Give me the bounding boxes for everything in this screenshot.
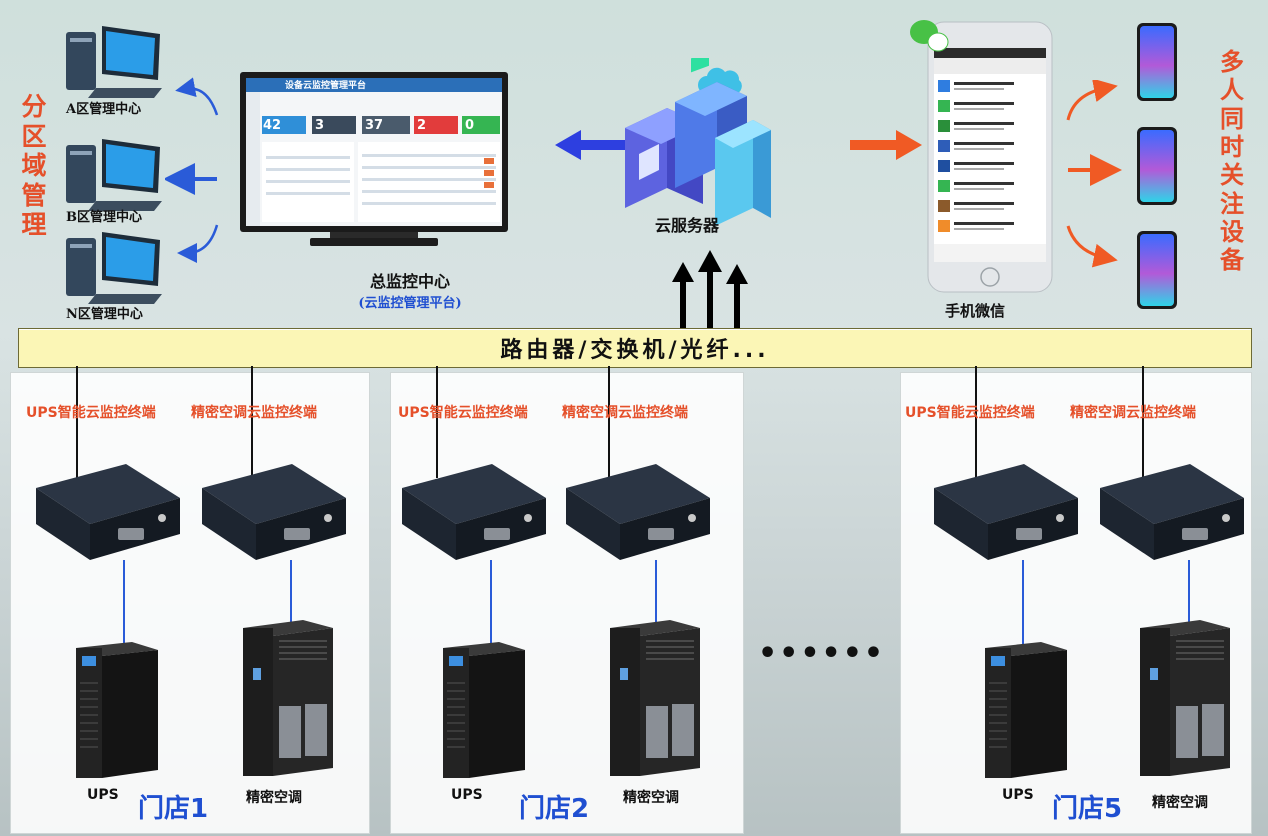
precision-ac-device	[1140, 620, 1230, 776]
computer-icon	[66, 26, 162, 98]
cloud-server-icon	[625, 58, 771, 226]
precision-ac-device	[243, 620, 333, 776]
antenna-line	[76, 366, 78, 478]
center-a-label: A区管理中心	[66, 102, 142, 117]
orange-right-arrow	[850, 130, 922, 160]
ups-label-2: UPS	[451, 787, 483, 803]
computer-icon	[66, 232, 162, 304]
blue-left-arrow	[555, 130, 633, 160]
ups-terminal-label-1: UPS智能云监控终端	[26, 405, 156, 421]
smartphone-icon	[1137, 127, 1177, 205]
ups-device	[443, 642, 525, 778]
monitor-terminal	[202, 464, 346, 560]
antenna-line	[1142, 366, 1144, 478]
smartphone-icon	[1137, 23, 1177, 101]
ac-terminal-label-2: 精密空调云监控终端	[562, 405, 688, 421]
screen-title: 设备云监控管理平台	[285, 81, 367, 91]
network-bus-label: 路由器/交换机/光纤...	[500, 338, 770, 363]
screen-stat-1: 42	[263, 118, 282, 133]
serial-cable	[123, 560, 125, 645]
network-bus: 路由器/交换机/光纤...	[18, 328, 1252, 368]
antenna-line	[436, 366, 438, 478]
more-stores-ellipsis: ••••••	[758, 636, 886, 671]
monitor-terminal	[36, 464, 180, 560]
antenna-line	[975, 366, 977, 478]
platform-sublabel: (云监控管理平台)	[358, 296, 462, 311]
center-b-label: B区管理中心	[66, 210, 142, 225]
ups-device	[76, 642, 158, 778]
serial-cable	[1188, 560, 1190, 625]
serial-cable	[290, 560, 292, 625]
monitor-terminal	[934, 464, 1078, 560]
monitoring-monitor	[240, 72, 508, 246]
screen-stat-3: 37	[365, 118, 384, 133]
antenna-line	[608, 366, 610, 478]
ac-terminal-label-5: 精密空调云监控终端	[1070, 405, 1196, 421]
ups-device	[985, 642, 1067, 778]
ac-terminal-label-1: 精密空调云监控终端	[191, 405, 317, 421]
wechat-phone	[910, 20, 1053, 293]
store-label-2: 门店2	[519, 794, 590, 824]
ac-label-1: 精密空调	[246, 790, 302, 806]
ups-label-5: UPS	[1002, 787, 1034, 803]
serial-cable	[655, 560, 657, 625]
server-label: 云服务器	[655, 216, 720, 235]
monitor-terminal	[1100, 464, 1244, 560]
antenna-line	[251, 366, 253, 478]
left-vertical-title: 分 区 域 管 理	[21, 92, 47, 239]
upload-arrows	[672, 250, 748, 330]
computer-icon	[66, 139, 162, 211]
store-label-1: 门店1	[138, 794, 209, 824]
ups-terminal-label-5: UPS智能云监控终端	[905, 405, 1035, 421]
monitor-terminal	[402, 464, 546, 560]
ac-label-2: 精密空调	[623, 790, 679, 806]
ups-terminal-label-2: UPS智能云监控终端	[398, 405, 528, 421]
fan-out-arrows	[1066, 80, 1122, 268]
serial-cable	[1022, 560, 1024, 645]
store-label-5: 门店5	[1052, 794, 1123, 824]
phone-label: 手机微信	[945, 302, 1006, 320]
ups-label-1: UPS	[87, 787, 119, 803]
ac-label-5: 精密空调	[1152, 795, 1208, 811]
screen-stat-4: 2	[417, 118, 427, 133]
serial-cable	[490, 560, 492, 645]
right-vertical-title: 多 人 同 时 关 注 设 备	[1220, 47, 1244, 275]
monitor-terminal	[566, 464, 710, 560]
screen-stat-5: 0	[465, 118, 475, 133]
platform-label: 总监控中心	[369, 272, 450, 291]
center-n-label: N区管理中心	[66, 307, 143, 322]
distribution-arrows	[165, 77, 219, 263]
precision-ac-device	[610, 620, 700, 776]
screen-stat-2: 3	[315, 118, 325, 133]
smartphone-icon	[1137, 231, 1177, 309]
